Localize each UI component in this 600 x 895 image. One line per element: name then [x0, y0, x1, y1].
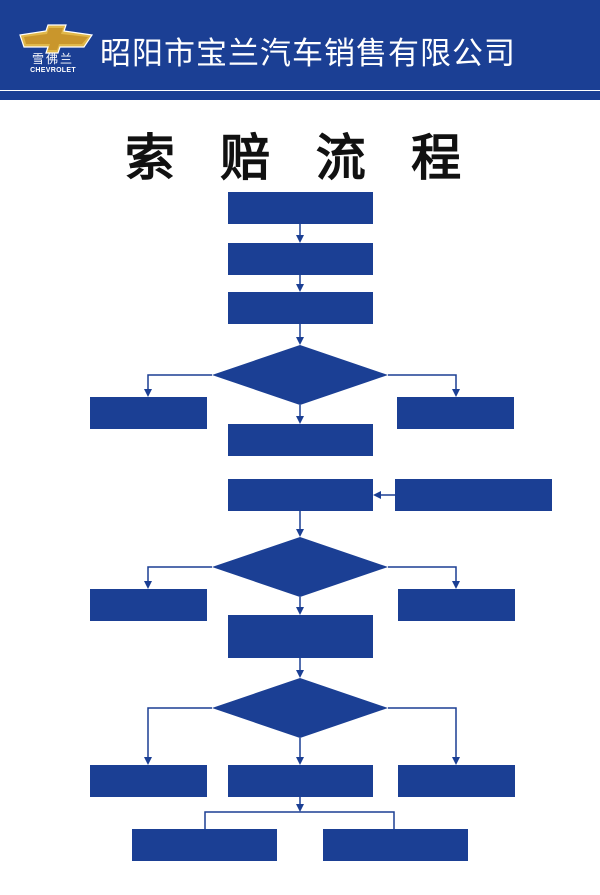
connector-arrow-14 — [388, 707, 460, 765]
connector-arrow-13 — [144, 707, 212, 765]
company-name: 昭阳市宝兰汽车销售有限公司 — [100, 36, 516, 72]
branch-center-3-box — [228, 765, 373, 797]
connector-arrow-17 — [204, 811, 395, 829]
chevrolet-bowtie-icon — [19, 24, 94, 54]
page-title: 索 赔 流 程 — [124, 129, 476, 187]
branch-right-2-box — [398, 589, 515, 621]
connector-arrow-10 — [388, 566, 460, 589]
step-2-box — [228, 243, 373, 275]
logo-text: 雪佛兰 — [31, 52, 74, 66]
step-1-box — [228, 192, 373, 224]
connector-arrow-9 — [144, 566, 212, 589]
branch-right-1-box — [397, 397, 514, 429]
branch-left-3-box — [90, 765, 207, 797]
decision-1-diamond — [212, 345, 388, 405]
branch-left-1-box — [90, 397, 207, 429]
header-banner — [0, 0, 600, 90]
logo-subtext: CHEVROLET — [30, 67, 76, 74]
final-right-box — [323, 829, 468, 861]
branch-left-2-box — [90, 589, 207, 621]
connector-arrow-5 — [144, 374, 212, 397]
decision-3-diamond — [212, 678, 388, 738]
side-input-box — [395, 479, 552, 511]
header-rule — [0, 91, 600, 100]
connector-arrow-6 — [388, 374, 460, 397]
final-left-box — [132, 829, 277, 861]
decision-2-diamond — [212, 537, 388, 597]
branch-right-3-box — [398, 765, 515, 797]
step-4-box — [228, 424, 373, 456]
step-3-box — [228, 292, 373, 324]
step-6-box — [228, 615, 373, 658]
step-5-box — [228, 479, 373, 511]
